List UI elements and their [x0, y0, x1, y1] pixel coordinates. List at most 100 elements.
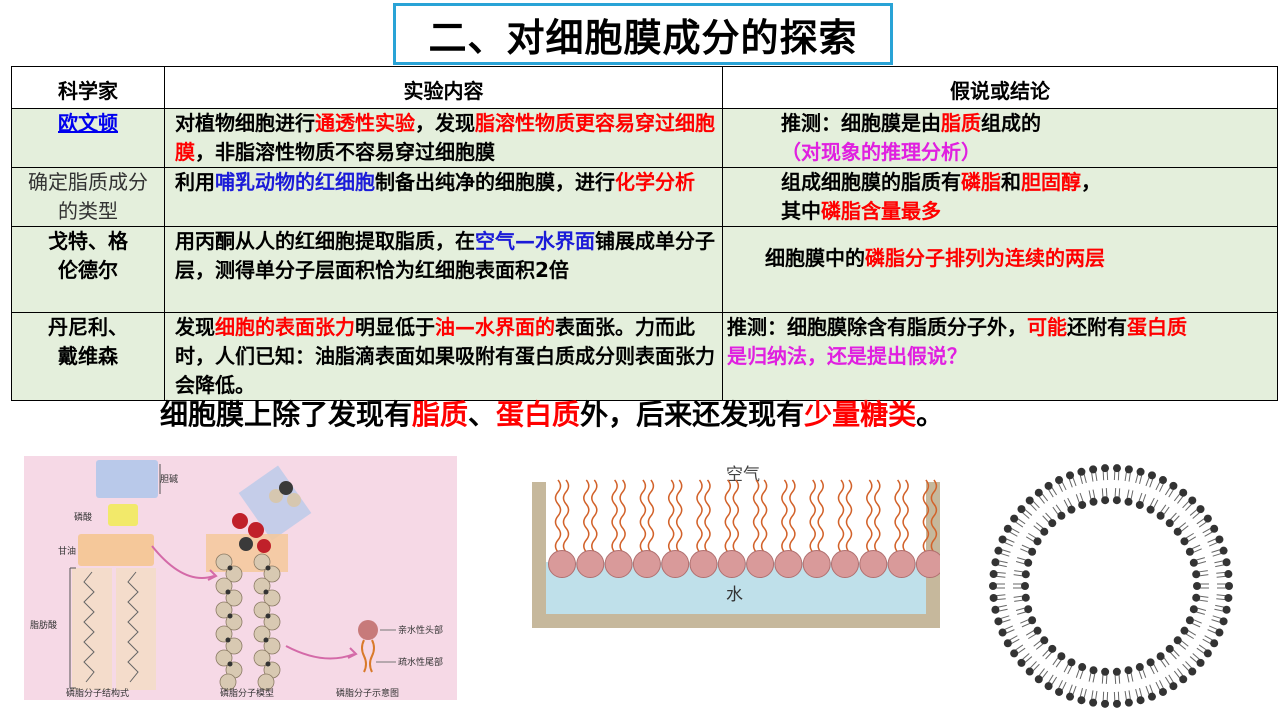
head-circle [859, 550, 888, 578]
tail-line [611, 479, 618, 553]
lipid-head [989, 582, 997, 590]
lipid-head [1089, 465, 1098, 474]
lipid-head [1169, 682, 1178, 691]
lipid-head [1222, 558, 1231, 567]
content-cell: 利用哺乳动物的红细胞制备出纯净的细胞膜，进行化学分析 [164, 167, 723, 227]
tail-line [817, 479, 824, 553]
scientist-cell[interactable]: 欧文顿 [11, 108, 165, 168]
lipid-head [989, 570, 998, 579]
tail-line [639, 479, 647, 553]
text-segment: 表面张。力而此时，人们已知：油脂滴表面如果吸附有蛋白质成分则表面张力会降低。 [175, 315, 715, 397]
lipid-head [1003, 524, 1012, 533]
phospholipid-structure-svg: 胆碱 磷酸 甘油 脂肪酸 亲水性头部 疏水性尾部 磷脂分子结构式 磷脂分子模型 … [30, 460, 443, 699]
header-content: 实验内容 [164, 66, 723, 109]
hydrophilic-head-label: 亲水性头部 [398, 624, 443, 636]
lipid-head [1165, 644, 1174, 653]
lipid-head [1067, 658, 1076, 667]
hydrophobic-tail-label: 疏水性尾部 [398, 656, 443, 668]
conclusion-cell: 细胞膜中的磷脂分子排列为连续的两层 [722, 226, 1278, 313]
lipid-head [1077, 696, 1086, 705]
lipid-head [1179, 675, 1188, 684]
text-segment: 是归纳法，还是提出假说？ [727, 344, 967, 368]
lipid-head [1189, 558, 1198, 567]
text-segment: 明显低于 [355, 315, 435, 339]
table-row: 戈特、格伦德尔 用丙酮从人的红细胞提取脂质，在空气—水界面铺展成单分子层，测得单… [11, 226, 1278, 313]
head-circle [746, 550, 775, 578]
text-segment: 蛋白质 [1127, 315, 1187, 339]
lipid-head [1219, 617, 1228, 626]
text-segment: 细胞的表面张力 [215, 315, 355, 339]
text-segment: 、 [468, 398, 497, 431]
lipid-head [1210, 524, 1219, 533]
lipid-head [1101, 464, 1110, 473]
text-segment: 铺展成单分子层，测得单分子层面积恰为红细胞表面积2倍 [175, 229, 715, 282]
lipid-head [1188, 496, 1197, 505]
lipid-head [1017, 658, 1026, 667]
tail-line [752, 479, 760, 553]
hydrophilic-heads [548, 550, 944, 578]
conclusion-cell: 推测：细胞膜除含有脂质分子外，可能还附有蛋白质 是归纳法，还是提出假说？ [722, 312, 1278, 401]
text-segment: 哺乳动物的红细胞 [215, 170, 375, 194]
lipid-head [1185, 547, 1194, 556]
air-label: 空气 [726, 465, 760, 485]
lipid-head [1210, 639, 1219, 648]
scientist-cell: 戈特、格伦德尔 [11, 226, 165, 313]
lipid-head [1135, 663, 1144, 672]
space-filling-model [232, 481, 301, 553]
table-row: 确定脂质成分的类型 利用哺乳动物的红细胞制备出纯净的细胞膜，进行化学分析 组成细… [11, 167, 1278, 227]
head-circle [802, 550, 831, 578]
lipid-head [1021, 593, 1030, 602]
lipid-head [1024, 558, 1033, 567]
liposome-svg [989, 464, 1233, 708]
lipid-head [1146, 505, 1155, 514]
text-segment: （对现象的推理分析） [781, 140, 981, 164]
fatty-acid-label: 脂肪酸 [30, 619, 57, 631]
conclusion-line: 组成细胞膜的脂质有磷脂和胆固醇， [727, 168, 1271, 197]
tail-line [922, 479, 930, 553]
lipid-head [1028, 616, 1037, 625]
lipid-head [1048, 644, 1057, 653]
lipid-head [1225, 582, 1233, 590]
head-circle [576, 550, 605, 578]
header-conclusion: 假说或结论 [722, 66, 1278, 109]
lipid-head [1147, 471, 1156, 480]
lipid-head [1173, 636, 1182, 645]
head-circle [831, 550, 859, 578]
lipid-head [1147, 692, 1156, 701]
lipid-head [1024, 605, 1033, 614]
conclusion-line: 其中磷脂含量最多 [727, 197, 1271, 226]
tail-line [837, 479, 845, 553]
fatty-acid-block-1 [72, 568, 112, 690]
lipid-head [1057, 652, 1066, 661]
text-segment: 脂溶性物质更容易穿过细胞膜 [175, 111, 715, 164]
tail-line [845, 479, 853, 553]
head-circle [604, 550, 633, 578]
liposome-figure [974, 462, 1248, 710]
scientist-link[interactable]: 欧文顿 [58, 111, 118, 135]
text-segment: 利用 [175, 170, 215, 194]
head-circle [661, 550, 690, 578]
text-segment: 蛋白质 [496, 398, 581, 431]
text-segment: 脂质 [412, 398, 469, 431]
water-label: 水 [726, 585, 743, 605]
lipid-head [1156, 511, 1165, 520]
lipid-head [1044, 682, 1053, 691]
lipid-head [1021, 582, 1029, 590]
summary-text: 细胞膜上除了发现有脂质、蛋白质外，后来还发现有少量糖类。 [160, 397, 1260, 433]
text-segment: 外，后来还发现有 [580, 398, 805, 431]
lipid-head [1066, 471, 1075, 480]
text-segment: 磷脂 [961, 170, 1001, 194]
choline-block [96, 460, 158, 498]
lipid-head [1156, 652, 1165, 661]
lipid-head [991, 605, 1000, 614]
tail-line [619, 479, 626, 553]
lipid-head [1066, 692, 1075, 701]
text-segment: 发现 [175, 315, 215, 339]
text-segment: 通透性实验 [315, 111, 415, 135]
tail-line [732, 479, 740, 553]
lipid-head [1067, 505, 1076, 514]
lipid-head [1173, 527, 1182, 536]
text-segment: 制备出纯净的细胞膜，进行 [375, 170, 615, 194]
text-segment: 对植物细胞进行 [175, 111, 315, 135]
lipid-head [991, 558, 1000, 567]
